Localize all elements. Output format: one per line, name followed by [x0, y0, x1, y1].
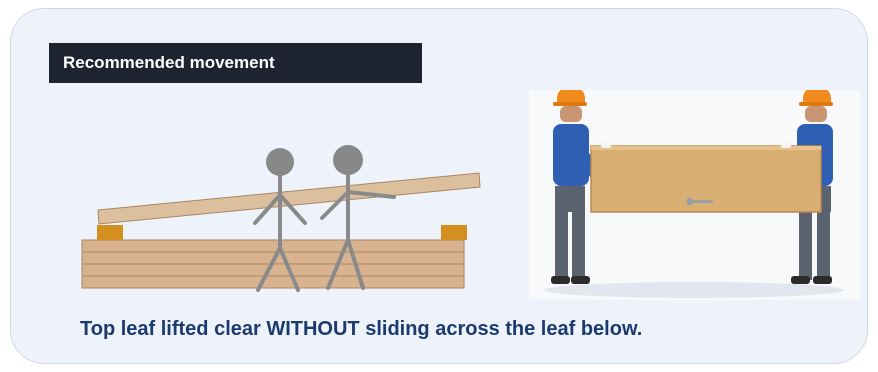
stick-figure-lifting-illustration	[72, 140, 492, 295]
spacer-block-left	[97, 225, 123, 240]
spacer-block-right	[441, 225, 467, 240]
wooden-panel	[591, 146, 821, 212]
workers-carrying-panel-illustration	[529, 90, 860, 300]
caption-text: Top leaf lifted clear WITHOUT sliding ac…	[80, 318, 820, 341]
lifted-board	[98, 173, 480, 224]
section-header: Recommended movement	[49, 43, 422, 83]
